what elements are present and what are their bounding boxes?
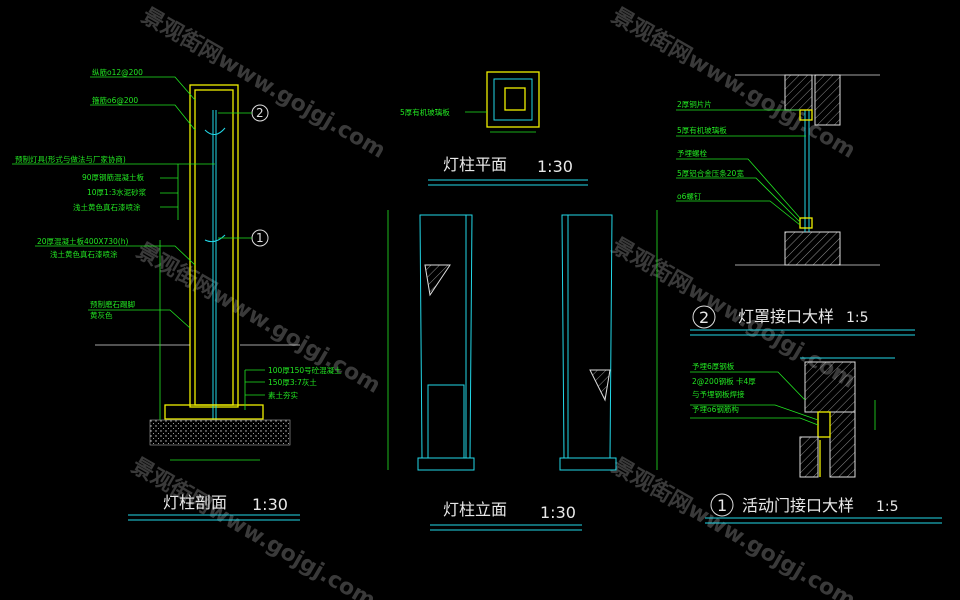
detail-2-number-circle [692, 305, 716, 329]
label: 5厚有机玻璃板 [677, 125, 727, 135]
detail-2-lamp-cover-joint [676, 74, 880, 266]
label: ο6螺钉 [677, 191, 702, 201]
label: 浅土黄色真石漆喷涂 [50, 249, 118, 259]
detail-2-scale: 1:5 [846, 310, 869, 326]
detail-1-title: 活动门接口大样 [742, 496, 854, 515]
label: 纵筋ο12@200 [92, 67, 143, 77]
lamp-post-plan [465, 71, 540, 133]
elevation-title: 灯柱立面 [443, 500, 507, 519]
section-title: 灯柱剖面 [163, 493, 227, 512]
detail-1-door-joint [690, 357, 895, 478]
plan-scale: 1:30 [537, 157, 573, 176]
detail-2-number: 2 [699, 308, 709, 327]
label: 预制灯具(形式与做法与厂家协商) [15, 154, 126, 164]
detail-1-scale: 1:5 [876, 499, 899, 515]
label: 予埋ο6钢筋构 [692, 404, 739, 414]
label: 150厚3:7灰土 [268, 377, 317, 387]
label: 箍筋ο6@200 [92, 95, 138, 105]
section-labels: 纵筋ο12@200 箍筋ο6@200 预制灯具(形式与做法与厂家协商) 90厚钢… [15, 67, 342, 400]
label: 5厚铝合金压条20宽 [677, 168, 744, 178]
section-scale: 1:30 [252, 495, 288, 514]
label: 90厚钢筋混凝土板 [82, 172, 145, 182]
label: 素土夯实 [268, 390, 298, 400]
label: 预制磨石踢脚 [90, 299, 135, 309]
watermark: 景观街网www.gojgj.com [132, 238, 385, 399]
label: 予埋螺栓 [677, 148, 707, 158]
callout-2-number: 2 [256, 106, 264, 120]
elevation-scale: 1:30 [540, 503, 576, 522]
label: 黄灰色 [90, 310, 113, 320]
plan-title: 灯柱平面 [443, 155, 507, 174]
lamp-post-section: 2 1 [12, 76, 300, 461]
label: 100厚150号砼混凝土 [268, 365, 342, 375]
detail-1-number-circle [710, 493, 734, 517]
label: 2厚铜片片 [677, 99, 712, 109]
watermark: 景观街网www.gojgj.com [137, 3, 390, 164]
watermark: 景观街网www.gojgj.com [127, 453, 380, 600]
callout-1-number: 1 [256, 231, 264, 245]
label: 10厚1:3水泥砂浆 [87, 187, 147, 197]
label: 2@200钢板 卡4厚 [692, 376, 756, 386]
watermark: 景观街网www.gojgj.com [607, 453, 860, 600]
label: 予埋6厚钢板 [692, 361, 735, 371]
detail-1-number: 1 [717, 496, 727, 515]
label: 浅土黄色真石漆喷涂 [73, 202, 141, 212]
lamp-post-elevation [387, 210, 658, 471]
label: 20厚混凝土板400X730(h) [37, 236, 128, 246]
plan-label: 5厚有机玻璃板 [400, 107, 450, 117]
detail-2-title: 灯罩接口大样 [738, 307, 834, 326]
label: 与予埋钢板焊接 [692, 389, 745, 399]
